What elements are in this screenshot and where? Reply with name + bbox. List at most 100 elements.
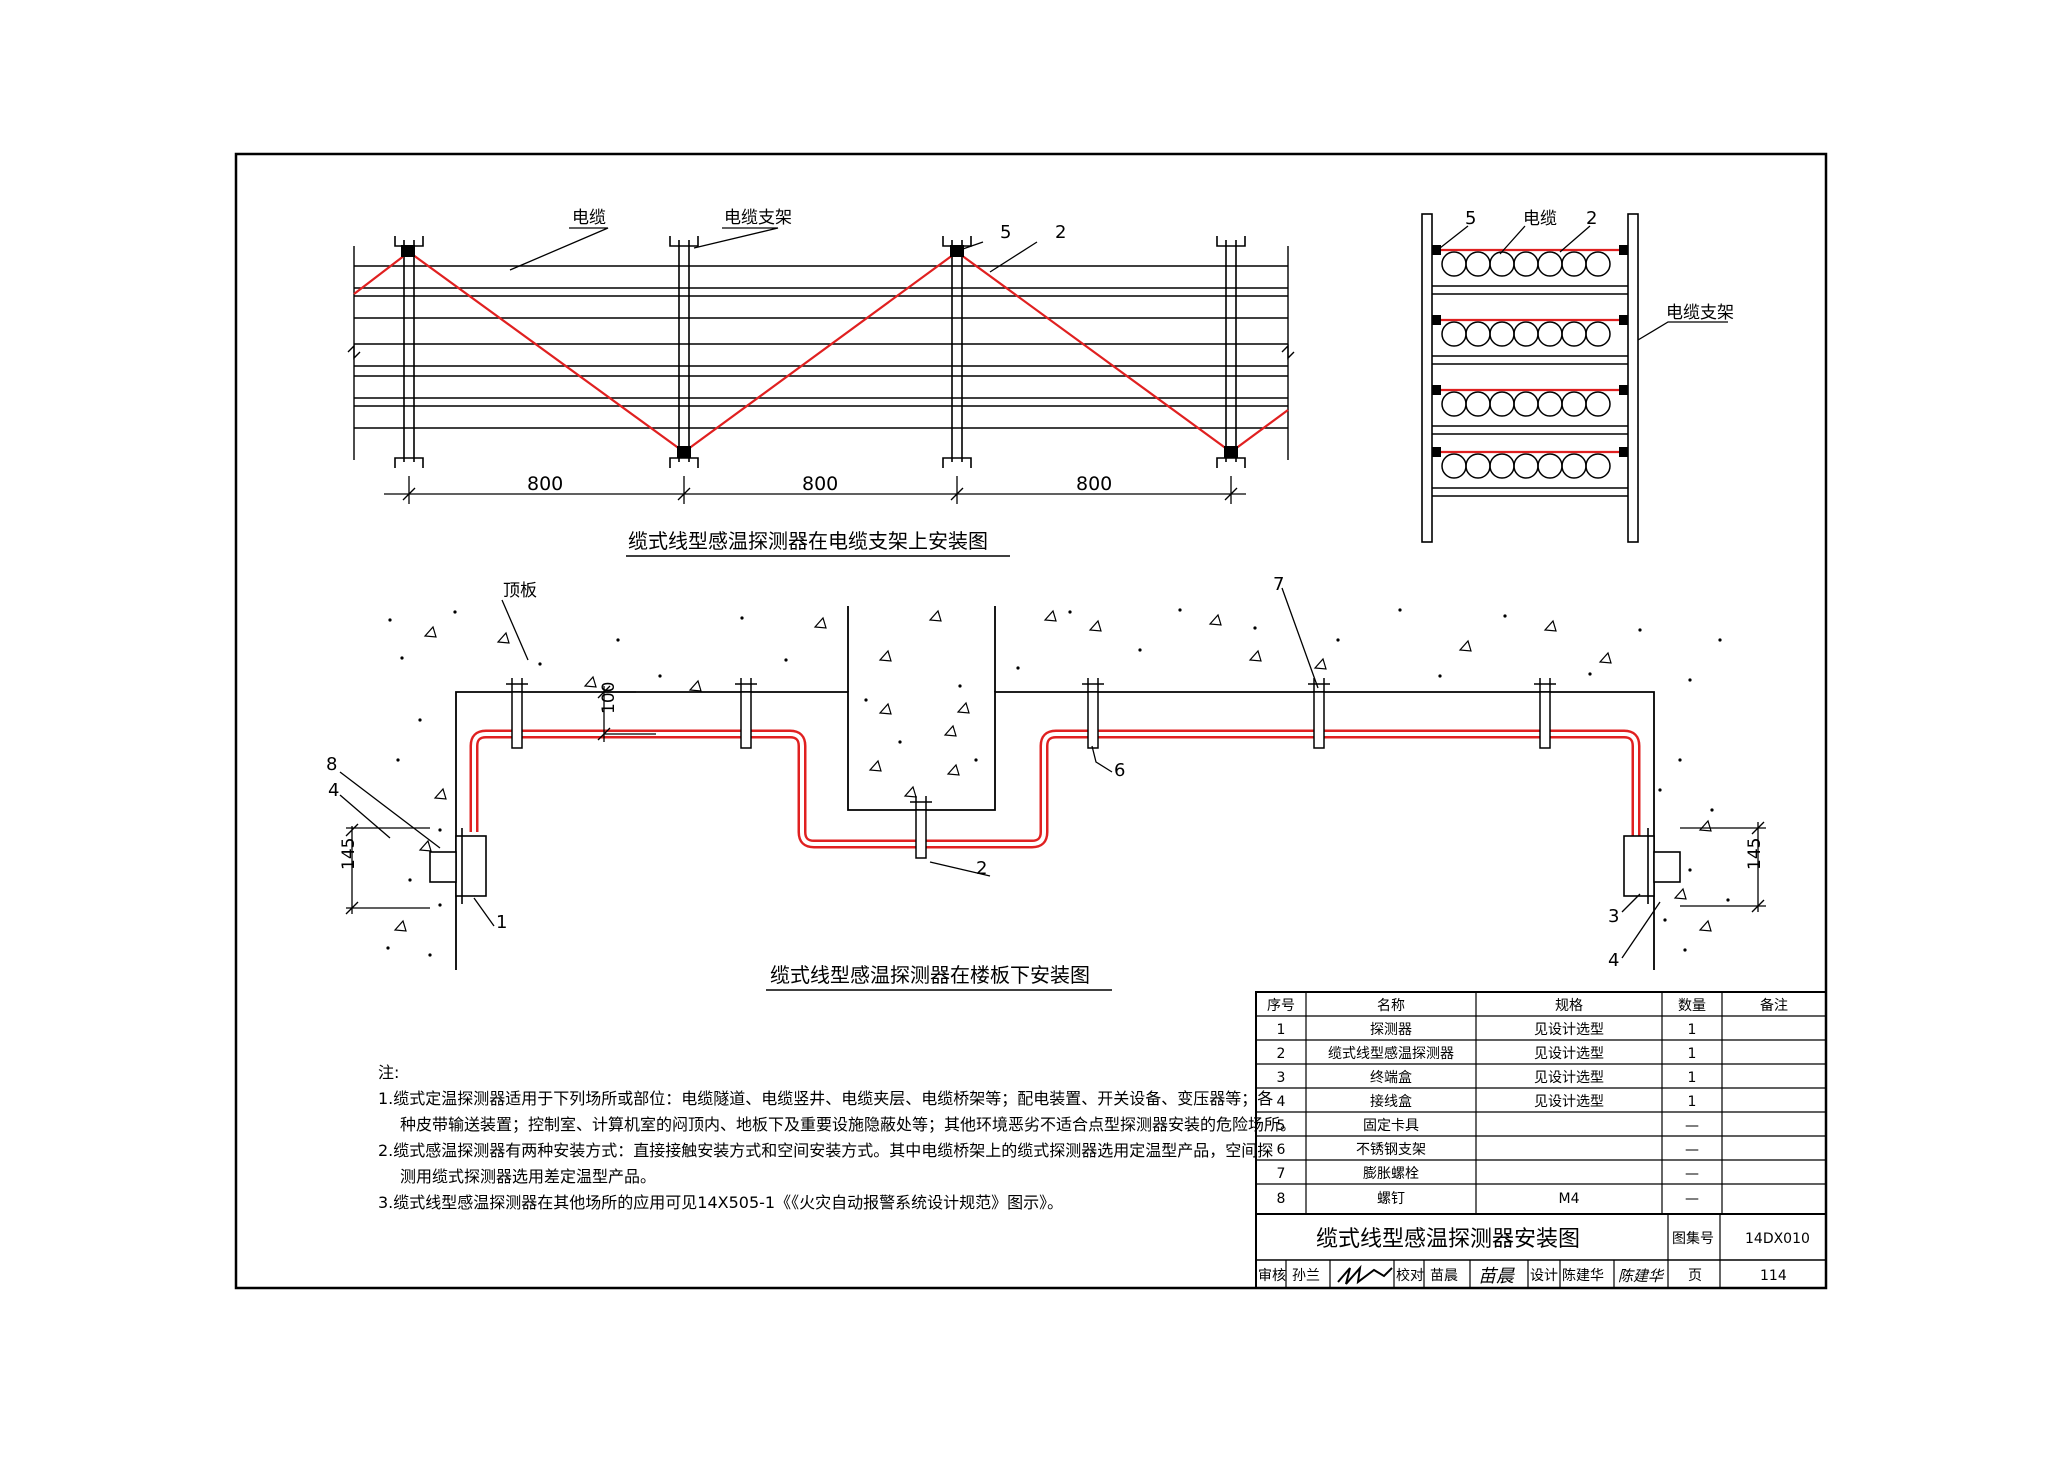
top-diagram-title: 缆式线型感温探测器在电缆支架上安装图 [628,529,988,553]
cell-r6-c1: 6 [1277,1142,1286,1158]
fixing-clamps [401,245,1238,458]
cell-r4-c1: 4 [1277,1094,1286,1110]
cable-lines [354,265,1288,429]
dim-800-1: 800 [527,473,563,495]
title-block [1255,1213,1827,1289]
title-block-text: 缆式线型感温探测器安装图 图集号 14DX010 审核 孙兰 校对 苗晨 苗晨 … [1258,1227,1810,1287]
cell-r2-c3: 见设计选型 [1534,1046,1604,1062]
reviewer-signature [1337,1264,1393,1285]
dim-100-line [597,685,656,742]
note-1-cont: 种皮带输送装置；控制室、计算机室的闷顶内、地板下及重要设施隐蔽处等；其他环境恶劣… [400,1115,1297,1134]
stainless-supports [506,678,1556,859]
cell-r8-c4: — [1685,1191,1699,1207]
bottom-leaders [339,587,1661,959]
detector-box [429,828,487,904]
cell-r2-c1: 2 [1277,1046,1286,1062]
cell-r1-c1: 1 [1277,1022,1286,1038]
label-tray-bracket: 电缆支架 [724,208,792,228]
page-no: 114 [1760,1268,1787,1284]
checker-signature: 苗晨 [1478,1266,1515,1287]
cell-r1-c3: 见设计选型 [1534,1022,1604,1038]
label-item-8: 8 [326,754,337,775]
label-item-1: 1 [496,912,507,933]
reviewer-name: 孙兰 [1292,1268,1320,1284]
label-cable: 电缆 [572,208,606,228]
designer-name: 陈建华 [1562,1267,1604,1284]
note-3: 3.缆式线型感温探测器在其他场所的应用可见14X505-1《《火灾自动报警系统设… [378,1193,1064,1212]
cell-r5-c2: 固定卡具 [1363,1118,1419,1134]
cell-r3-c1: 3 [1277,1070,1286,1086]
dimension-line [384,476,1246,504]
parts-table-text: 序号 名称 规格 数量 备注 1 探测器 见设计选型 1 2 缆式线型感温探测器… [1267,997,1788,1207]
slab-install-diagram: 100 145 145 [326,574,1766,991]
cell-r1-c4: 1 [1688,1022,1697,1038]
note-1: 1.缆式定温探测器适用于下列场所或部位：电缆隧道、电缆竖井、电缆夹层、电缆桥架等… [378,1089,1274,1108]
label-item-4-right: 4 [1608,950,1619,971]
cell-r4-c4: 1 [1688,1094,1697,1110]
dim-145-right: 145 [1745,838,1765,870]
cell-r7-c1: 7 [1277,1166,1286,1182]
dim-145-left-line [345,823,430,915]
cell-r3-c2: 终端盒 [1370,1069,1412,1086]
note-2-cont: 测用缆式探测器选用差定温型产品。 [400,1167,657,1186]
cell-r3-c3: 见设计选型 [1534,1070,1604,1086]
label-item-2-bottom: 2 [976,858,987,879]
concrete-hatch [393,609,1712,932]
cell-r7-c2: 膨胀螺栓 [1363,1165,1419,1182]
cell-r6-c4: — [1685,1142,1699,1158]
drawing-frame [234,152,1828,1290]
label-item-5: 5 [1000,222,1011,243]
terminal-box [1623,828,1681,904]
break-lines [347,246,1295,460]
cell-r2-c4: 1 [1688,1046,1697,1062]
tray-section-diagram: 5 电缆 2 电缆支架 [1421,208,1734,543]
section-label-cable: 电缆 [1523,209,1557,229]
detector-cable-section [1434,248,1626,454]
note-2: 2.缆式感温探测器有两种安装方式：直接接触安装方式和空间安装方式。其中电缆桥架上… [378,1141,1274,1160]
label-item-2: 2 [1055,222,1066,243]
th-remark: 备注 [1760,997,1788,1014]
cell-r8-c1: 8 [1277,1191,1286,1207]
concrete-dots [386,608,1730,957]
dim-145-right-line [1680,821,1766,913]
review-label: 审核 [1258,1268,1286,1284]
parts-table [1255,991,1827,1215]
check-label: 校对 [1396,1267,1424,1284]
label-item-6: 6 [1114,760,1125,781]
notes: 注: 1.缆式定温探测器适用于下列场所或部位：电缆隧道、电缆竖井、电缆夹层、电缆… [378,1060,1297,1216]
checker-name: 苗晨 [1430,1268,1458,1284]
cell-r4-c3: 见设计选型 [1534,1094,1604,1110]
section-label-bracket: 电缆支架 [1666,303,1734,323]
atlas-no: 14DX010 [1745,1231,1810,1247]
cell-r3-c4: 1 [1688,1070,1697,1086]
cell-r6-c2: 不锈钢支架 [1356,1142,1426,1158]
detector-cable-route [469,729,1641,849]
bottom-diagram-title: 缆式线型感温探测器在楼板下安装图 [770,963,1090,987]
cell-r5-c4: — [1685,1118,1699,1134]
designer-signature: 陈建华 [1618,1267,1665,1285]
th-name: 名称 [1377,998,1405,1014]
atlas-label: 图集号 [1672,1230,1714,1247]
th-index: 序号 [1267,998,1295,1014]
th-qty: 数量 [1678,998,1706,1014]
cell-r8-c2: 螺钉 [1377,1191,1405,1207]
top-leaders [509,227,1038,273]
label-item-3: 3 [1608,906,1619,927]
dim-145-left: 145 [339,838,359,870]
cell-r1-c2: 探测器 [1370,1022,1412,1038]
label-item-7: 7 [1273,574,1284,595]
cell-r8-c3: M4 [1559,1191,1580,1207]
tray-install-diagram: 电缆 电缆支架 5 2 800 800 800 缆式线型感温探测器在电缆支架上安… [347,208,1295,557]
label-item-4-left: 4 [328,780,339,801]
design-label: 设计 [1530,1268,1558,1284]
cell-r4-c2: 接线盒 [1370,1093,1412,1110]
cell-r2-c2: 缆式线型感温探测器 [1328,1045,1454,1062]
dim-100: 100 [599,682,619,714]
section-label-item-5: 5 [1465,208,1476,229]
notes-heading: 注: [378,1063,400,1082]
section-clamps [1432,245,1628,457]
dim-800-3: 800 [1076,473,1112,495]
cell-r5-c1: 5 [1277,1118,1286,1134]
dim-800-2: 800 [802,473,838,495]
